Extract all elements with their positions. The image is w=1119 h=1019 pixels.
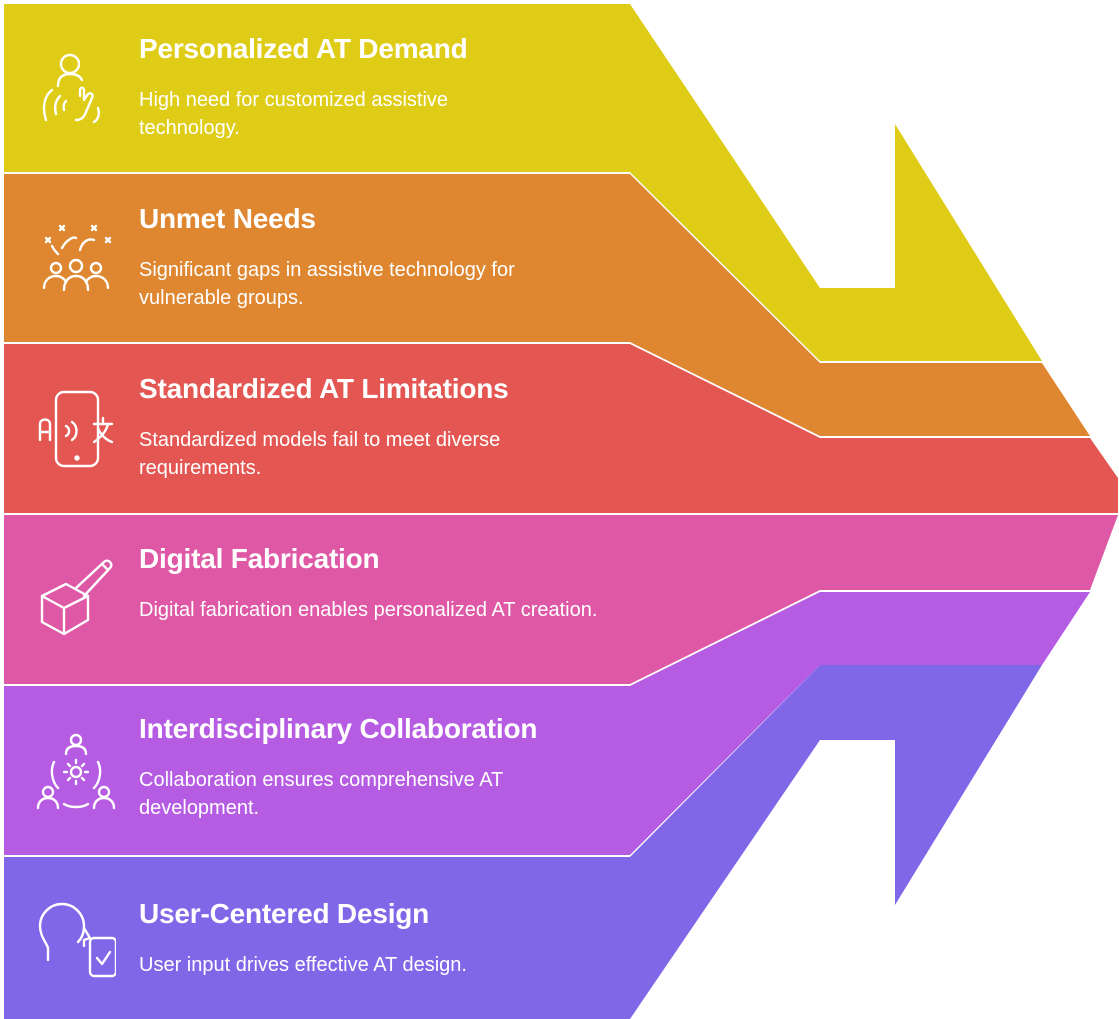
band-text-5: Interdisciplinary Collaboration Collabor… [139,712,699,822]
band-description-personalized-at-demand: High need for customized assistive techn… [139,89,449,139]
band-shape-digital-fabrication [4,515,1118,684]
band-description-digital-fabrication: Digital fabrication enables personalized… [139,599,598,621]
band-text-4: Digital Fabrication Digital fabrication … [139,542,699,624]
band-title-unmet-needs: Unmet Needs [139,203,316,234]
head-phone-icon [36,898,116,978]
band-shape-unmet-needs [4,174,1090,436]
band-text-2: Unmet Needs Significant gaps in assistiv… [139,202,699,312]
band-shape-personalized-at-demand [4,4,1042,361]
band-title-standardized-at-limitations: Standardized AT Limitations [139,373,509,404]
person-touch-icon [36,48,116,128]
band-title-user-centered-design: User-Centered Design [139,898,430,929]
band-text-6: User-Centered Design User input drives e… [139,897,699,979]
band-description-user-centered-design: User input drives effective AT design. [139,954,467,976]
band-shape-standardized-at-limitations [4,344,1118,513]
band-shape-interdisciplinary-collaboration [4,592,1090,855]
band-title-interdisciplinary-collaboration: Interdisciplinary Collaboration [139,713,538,744]
team-gear-icon [36,730,116,810]
group-gaps-icon [36,216,116,296]
band-text-3: Standardized AT Limitations Standardized… [139,372,699,482]
band-description-interdisciplinary-collaboration: Collaboration ensures comprehensive AT d… [139,769,503,819]
band-description-unmet-needs: Significant gaps in assistive technology… [139,259,515,309]
band-shape-user-centered-design [4,665,1042,1019]
band-title-digital-fabrication: Digital Fabrication [139,543,380,574]
box-pen-icon [36,558,116,638]
band-description-standardized-at-limitations: Standardized models fail to meet diverse… [139,429,501,479]
phone-translate-icon [36,388,116,468]
band-title-personalized-at-demand: Personalized AT Demand [139,33,468,64]
band-text-1: Personalized AT Demand High need for cus… [139,32,699,142]
